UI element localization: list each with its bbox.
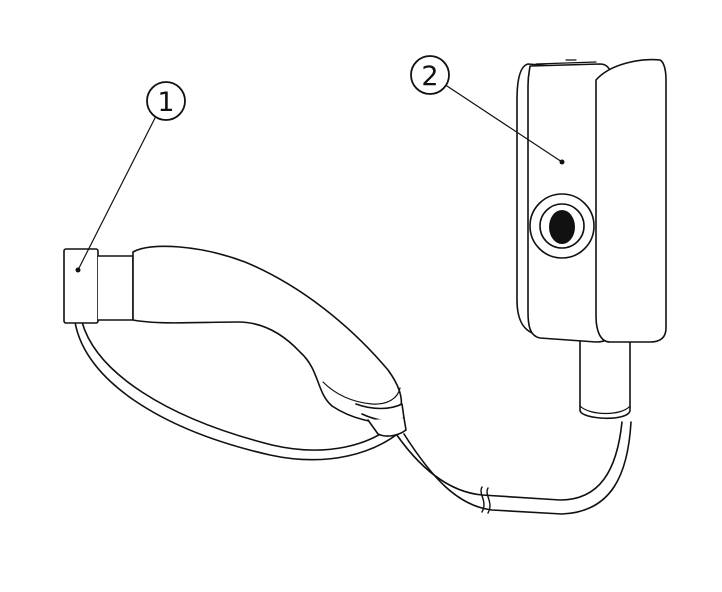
status-light-icon	[529, 193, 595, 259]
callout-1-label: 1	[157, 87, 174, 118]
callout-2: 2	[410, 55, 450, 95]
callout-1-leader	[77, 117, 156, 271]
callout-2-label: 2	[421, 61, 438, 92]
callout-2-leader	[446, 85, 563, 163]
callout-1: 1	[146, 81, 186, 121]
charging-cable	[74, 321, 632, 515]
connector-plug	[63, 245, 407, 437]
control-box	[516, 58, 667, 420]
